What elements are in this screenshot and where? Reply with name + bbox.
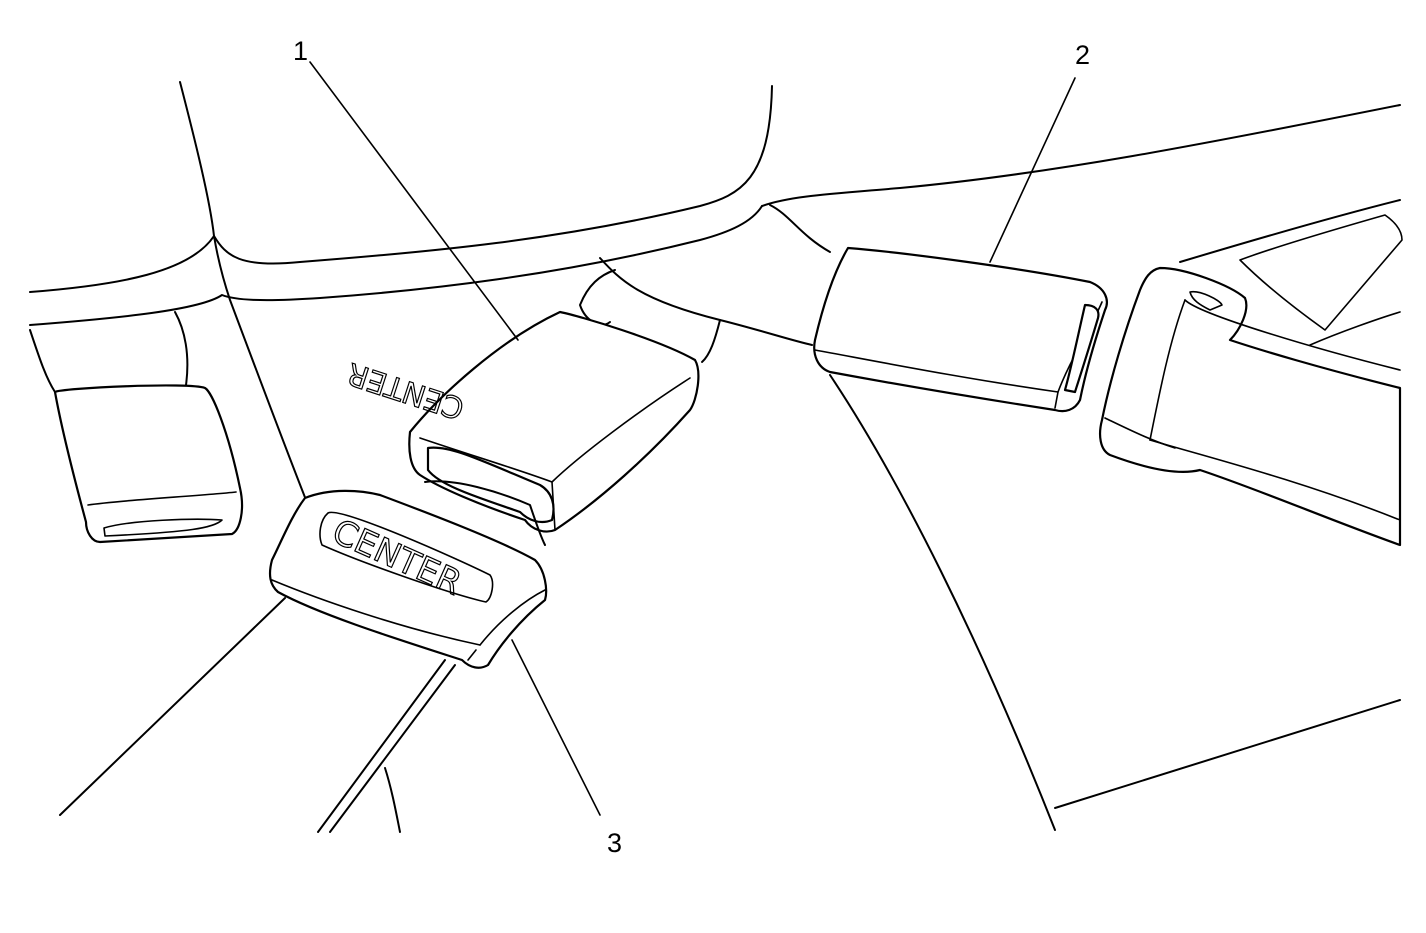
leader-line-1 (309, 61, 519, 341)
left-buckle (29, 311, 244, 544)
buckle-marking: CENTER (343, 355, 468, 426)
leader-line-3 (511, 639, 601, 816)
callout-3: 3 (607, 828, 622, 858)
leader-lines (309, 61, 1076, 816)
seat-cushion (29, 81, 1401, 809)
right-buckle (813, 199, 1403, 831)
callout-1: 1 (293, 36, 308, 66)
center-buckle: CENTER (342, 257, 813, 533)
leader-line-2 (989, 77, 1076, 263)
callout-2: 2 (1075, 40, 1090, 70)
center-latch-plate: CENTER (59, 480, 548, 833)
